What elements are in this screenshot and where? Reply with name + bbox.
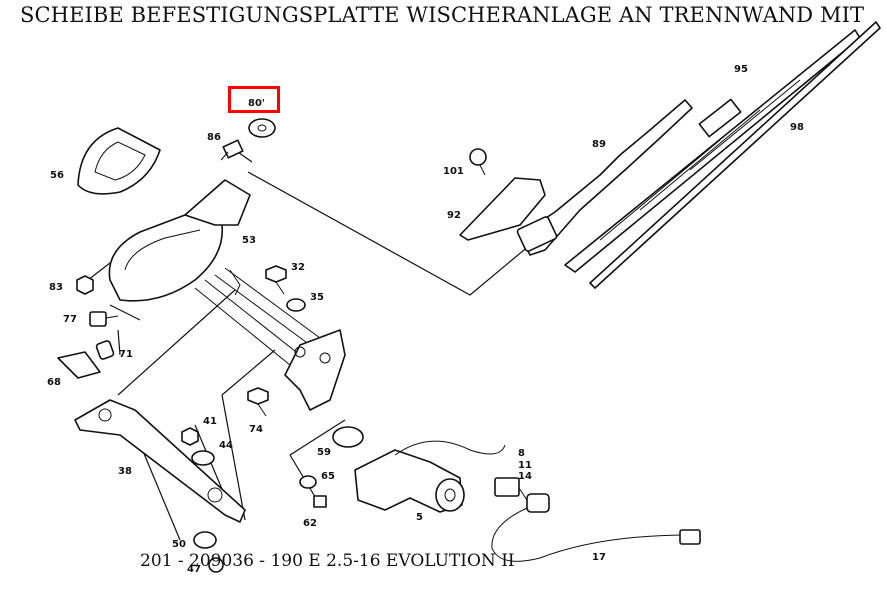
callout-53: 53 bbox=[242, 235, 256, 246]
diagram-title: SCHEIBE BEFESTIGUNGSPLATTE WISCHERANLAGE… bbox=[20, 3, 865, 27]
part-95-wiper-blade bbox=[564, 29, 861, 273]
part-83-nut bbox=[76, 275, 94, 295]
part-65-bushing bbox=[299, 475, 317, 489]
part-38-linkage bbox=[74, 399, 246, 523]
callout-68: 68 bbox=[47, 377, 61, 388]
part-98-blade-refill bbox=[589, 21, 881, 289]
callout-44: 44 bbox=[219, 440, 233, 451]
callout-8: 8 bbox=[518, 448, 525, 459]
part-68-bracket bbox=[57, 351, 101, 379]
part-35-washer bbox=[286, 298, 306, 312]
part-59-grommet bbox=[332, 426, 364, 448]
callout-62: 62 bbox=[303, 518, 317, 529]
highlight-box-80[interactable] bbox=[228, 86, 280, 113]
callout-74: 74 bbox=[249, 424, 263, 435]
part-71-grommet bbox=[95, 340, 115, 360]
callout-98: 98 bbox=[790, 122, 804, 133]
callout-41: 41 bbox=[203, 416, 217, 427]
callout-47: 47 bbox=[187, 564, 201, 575]
part-44-washer bbox=[191, 450, 215, 466]
part-47-bolt bbox=[208, 557, 224, 573]
callout-77: 77 bbox=[63, 314, 77, 325]
callout-86: 86 bbox=[207, 132, 221, 143]
part-50-washer bbox=[193, 531, 217, 549]
callout-5: 5 bbox=[416, 512, 423, 523]
part-8-11-14-connector bbox=[494, 477, 550, 513]
callout-59: 59 bbox=[317, 447, 331, 458]
callout-83: 83 bbox=[49, 282, 63, 293]
part-80-washer bbox=[248, 118, 276, 138]
part-62-spacer bbox=[313, 495, 327, 508]
callout-89: 89 bbox=[592, 139, 606, 150]
part-77-screw bbox=[89, 311, 119, 327]
callout-65: 65 bbox=[321, 471, 335, 482]
part-56-cover bbox=[77, 127, 161, 195]
callout-101: 101 bbox=[443, 166, 464, 177]
part-41-nut bbox=[181, 427, 199, 446]
part-linkage-bracket bbox=[284, 329, 346, 411]
part-5-wiper-motor bbox=[354, 440, 506, 513]
callout-14: 14 bbox=[518, 471, 532, 482]
callout-32: 32 bbox=[291, 262, 305, 273]
diagram-footer: 201 - 209036 - 190 E 2.5-16 EVOLUTION II bbox=[140, 551, 515, 571]
callout-17: 17 bbox=[592, 552, 606, 563]
part-89-wiper-arm bbox=[516, 99, 693, 256]
callout-35: 35 bbox=[310, 292, 324, 303]
part-53-mounting-plate bbox=[108, 179, 321, 366]
callout-95: 95 bbox=[734, 64, 748, 75]
part-32-bolt bbox=[265, 265, 287, 295]
part-86-bushing bbox=[220, 139, 244, 161]
callout-56: 56 bbox=[50, 170, 64, 181]
callout-80[interactable]: 80' bbox=[248, 98, 265, 109]
callout-38: 38 bbox=[118, 466, 132, 477]
callout-50: 50 bbox=[172, 539, 186, 550]
callout-92: 92 bbox=[447, 210, 461, 221]
part-17-cable bbox=[491, 507, 701, 562]
part-74-screw bbox=[247, 387, 269, 417]
callout-11: 11 bbox=[518, 460, 532, 471]
callout-labels: 56 86 53 83 77 71 68 32 35 101 92 89 95 … bbox=[47, 64, 804, 575]
part-101-screw bbox=[469, 148, 487, 176]
part-92-cover bbox=[459, 177, 546, 241]
callout-71: 71 bbox=[119, 349, 133, 360]
